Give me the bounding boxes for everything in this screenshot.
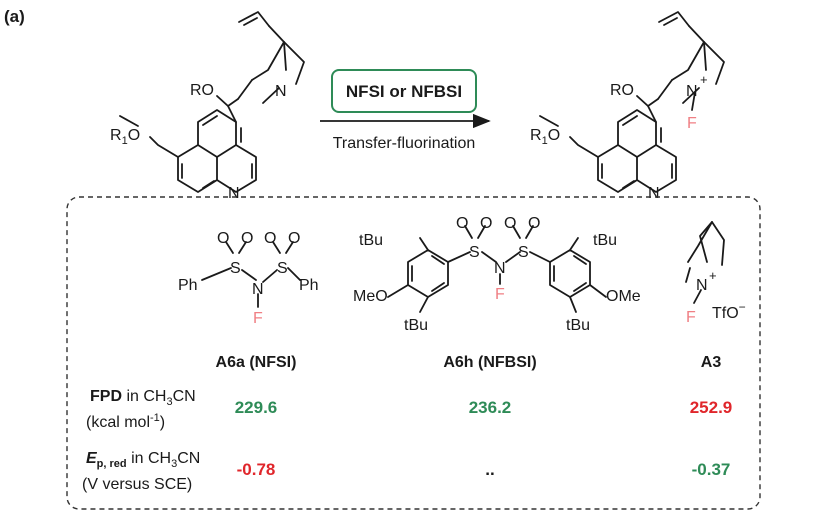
reactant-n-quinoline: N: [228, 185, 240, 202]
nfbsi-structure: [387, 225, 607, 313]
ered-value-a6a: -0.78: [237, 460, 276, 479]
nfsi-ph2: Ph: [299, 277, 319, 294]
fpd-value-a3: 252.9: [690, 398, 733, 417]
nfsi-ph1: Ph: [178, 277, 198, 294]
ered-value-a3: -0.37: [692, 460, 731, 479]
a3-f: F: [686, 309, 696, 326]
nfsi-o4: O: [288, 230, 300, 247]
nfbsi-s2: S: [518, 244, 529, 261]
row-fpd-unit: (kcal mol-1): [86, 412, 165, 431]
nfsi-o1: O: [217, 230, 229, 247]
nfsi-s1: S: [230, 260, 241, 277]
product-structure: [539, 11, 725, 193]
nfsi-f: F: [253, 310, 263, 327]
fpd-value-a6a: 229.6: [235, 398, 278, 417]
a3-structure: [685, 221, 725, 304]
product-charge: +: [700, 72, 708, 87]
a3-n: N: [696, 277, 708, 294]
nfbsi-o2: O: [480, 215, 492, 232]
row-ered-label: Ep, red in CH3CN: [86, 450, 200, 470]
a3-anion: TfO−: [712, 300, 746, 322]
reagent-panel: [66, 196, 761, 510]
product-r1o: R1O: [530, 127, 560, 147]
nfsi-o2: O: [241, 230, 253, 247]
reactant-n-bridge: N: [275, 83, 287, 100]
fpd-value-a6h: 236.2: [469, 398, 512, 417]
product-fluorine: F: [687, 115, 697, 132]
condition-text: Transfer-fluorination: [333, 135, 476, 152]
product-ro: RO: [610, 82, 634, 99]
nfbsi-tbu3: tBu: [404, 317, 428, 334]
name-a6h: A6h (NFBSI): [443, 354, 536, 371]
nfbsi-n: N: [494, 260, 506, 277]
nfbsi-f: F: [495, 286, 505, 303]
product-n-bridge: N: [686, 83, 698, 100]
nfbsi-meo: MeO: [353, 288, 388, 305]
nfbsi-tbu4: tBu: [566, 317, 590, 334]
nfbsi-o3: O: [504, 215, 516, 232]
row-fpd-label: FPD in CH3CN: [90, 388, 196, 408]
reagent-box: [331, 69, 477, 113]
nfsi-o3: O: [264, 230, 276, 247]
nfbsi-s1: S: [469, 244, 480, 261]
reactant-structure: [119, 11, 305, 193]
name-a3: A3: [701, 354, 722, 371]
nfbsi-tbu2: tBu: [593, 232, 617, 249]
row-ered-unit: (V versus SCE): [82, 476, 192, 493]
reactant-r1o: R1O: [110, 127, 140, 147]
ered-value-a6h: ..: [485, 460, 494, 479]
panel-label: (a): [4, 7, 25, 26]
nfsi-structure: [201, 241, 301, 308]
reagent-text: NFSI or NFBSI: [346, 82, 462, 101]
nfbsi-ome: OMe: [606, 288, 641, 305]
nfbsi-tbu1: tBu: [359, 232, 383, 249]
nfbsi-o1: O: [456, 215, 468, 232]
product-n-quinoline: N: [648, 185, 660, 202]
nfsi-n: N: [252, 281, 264, 298]
name-a6a: A6a (NFSI): [216, 354, 297, 371]
nfbsi-o4: O: [528, 215, 540, 232]
nfsi-s2: S: [277, 260, 288, 277]
a3-charge: +: [709, 268, 717, 283]
reactant-ro: RO: [190, 82, 214, 99]
